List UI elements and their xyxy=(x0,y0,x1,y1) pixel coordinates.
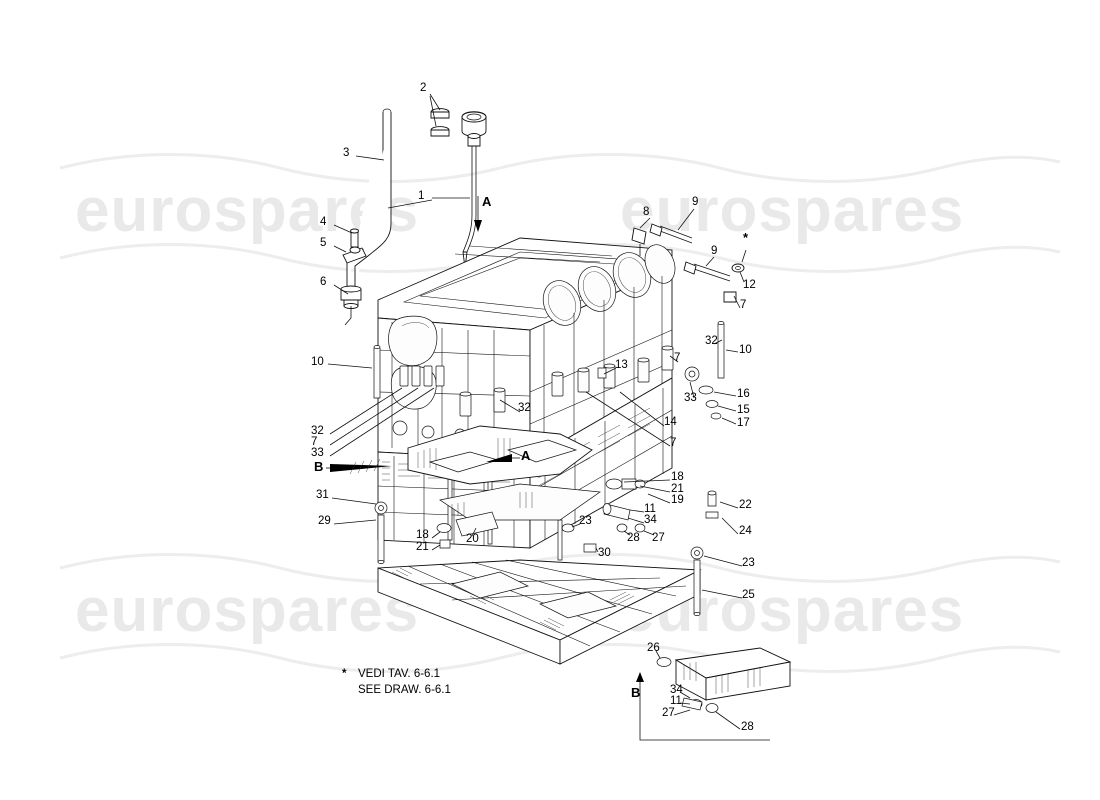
callout-27-inset: 27 xyxy=(662,707,675,719)
callout-21-left: 21 xyxy=(416,541,429,553)
footnote-line-1: VEDI TAV. 6-6.1 xyxy=(358,668,441,680)
footnote-line-2: SEE DRAW. 6-6.1 xyxy=(358,684,451,696)
callout-4: 4 xyxy=(320,216,327,228)
dowel-pins-row xyxy=(399,345,722,420)
callout-7-midright: 7 xyxy=(670,437,677,449)
callout-11-inset: 11 xyxy=(670,695,682,707)
callout-21-right: 21 xyxy=(671,483,684,495)
callout-8: 8 xyxy=(643,206,650,218)
callout-18-right: 18 xyxy=(671,471,684,483)
callout-28-mid: 28 xyxy=(627,532,640,544)
callout-32-right: 32 xyxy=(705,335,718,347)
callout-5: 5 xyxy=(320,237,327,249)
windage-tray-center xyxy=(407,425,593,485)
callout-25: 25 xyxy=(742,589,755,601)
callout-24: 24 xyxy=(739,525,752,537)
section-marker-b-inset: B xyxy=(631,685,641,700)
engine-block-main xyxy=(377,237,676,461)
watermark-text-3: eurospares xyxy=(75,576,420,645)
watermark-text-4: eurospares xyxy=(620,576,965,645)
callout-19: 19 xyxy=(671,494,684,506)
callout-10-left: 10 xyxy=(311,356,324,368)
detail-b-inset xyxy=(636,647,792,741)
long-studs xyxy=(373,321,725,399)
callout-7-left: 7 xyxy=(311,436,318,448)
callout-10-right: 10 xyxy=(739,344,752,356)
callout-9-lower: 9 xyxy=(711,245,718,257)
callout-1: 1 xyxy=(418,190,425,202)
callout-30: 30 xyxy=(598,547,611,559)
callout-26: 26 xyxy=(647,642,660,654)
callout-15: 15 xyxy=(737,404,750,416)
callout-7-right: 7 xyxy=(674,352,681,364)
callout-20: 20 xyxy=(466,533,479,545)
callout-28-inset: 28 xyxy=(741,721,754,733)
callout-6: 6 xyxy=(320,276,327,288)
callout-33-right: 33 xyxy=(684,392,697,404)
callout-2: 2 xyxy=(420,82,427,94)
callout-34-mid: 34 xyxy=(644,514,657,526)
callout-23-right: 23 xyxy=(742,557,755,569)
callout-3: 3 xyxy=(343,147,350,159)
callout-11-mid: 11 xyxy=(644,503,656,515)
callout-31: 31 xyxy=(316,489,329,501)
head-gasket-band xyxy=(439,483,601,521)
callout-27-mid: 27 xyxy=(652,532,665,544)
callout-14: 14 xyxy=(664,416,677,428)
dipstick-rod xyxy=(430,108,487,269)
section-marker-a-top: A xyxy=(482,194,492,209)
callout-33-left: 33 xyxy=(311,447,324,459)
callout-16: 16 xyxy=(737,388,750,400)
callout-32-left: 32 xyxy=(311,425,324,437)
watermark-text-2: eurospares xyxy=(620,176,965,245)
callout-12: 12 xyxy=(743,279,756,291)
star-reference-marker: * xyxy=(743,230,749,245)
callout-13: 13 xyxy=(615,359,628,371)
callout-7-upper: 7 xyxy=(740,299,747,311)
callout-29: 29 xyxy=(318,515,331,527)
watermark-text-1: eurospares xyxy=(75,176,420,245)
callout-22: 22 xyxy=(739,499,752,511)
callout-17: 17 xyxy=(737,417,750,429)
callout-32-mid: 32 xyxy=(518,402,531,414)
callout-23-mid: 23 xyxy=(579,515,592,527)
section-marker-b-left: B xyxy=(314,459,324,474)
callout-34-inset: 34 xyxy=(670,684,683,696)
callout-9-top: 9 xyxy=(692,196,699,208)
footnote-marker: * xyxy=(342,668,347,680)
section-marker-a-mid: A xyxy=(521,448,531,463)
callout-18-left: 18 xyxy=(416,529,429,541)
